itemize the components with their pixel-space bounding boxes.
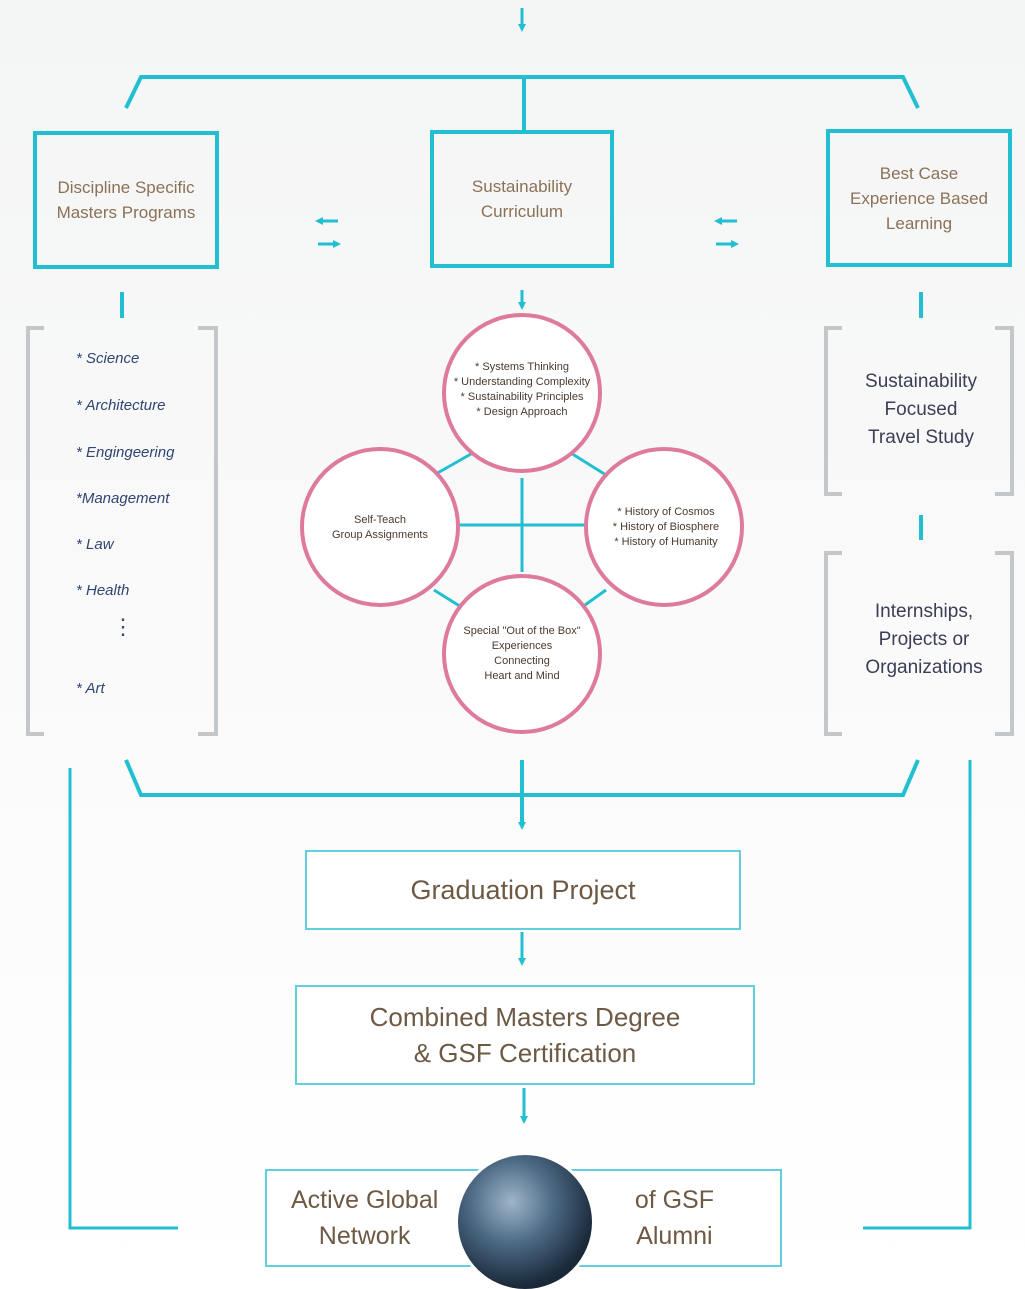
ellipsis-dots-icon: ⋮ [112, 614, 134, 639]
travel-study-label: Sustainability Focused Travel Study [865, 371, 977, 448]
discipline-item: * Architecture [76, 397, 166, 414]
circle-bottom [442, 574, 602, 734]
exchange-arrows-right [714, 217, 739, 248]
internships-bracket [824, 551, 1014, 736]
network-box-left: Active Global Network [265, 1169, 493, 1267]
circle-right [584, 447, 744, 607]
circle-left-label: Self-Teach Group Assignments [332, 514, 428, 541]
circle-bottom-label: Special "Out of the Box" Experiences Con… [463, 625, 581, 682]
exchange-arrows-left [315, 217, 341, 248]
discipline-masters-box: Discipline Specific Masters Programs [33, 131, 219, 269]
circle-left [300, 447, 460, 607]
discipline-item: * Law [76, 536, 114, 553]
discipline-item: * Health [76, 582, 130, 599]
circle-top-label: * Systems Thinking * Understanding Compl… [453, 361, 591, 418]
network-box-right: of GSF Alumni [560, 1169, 782, 1267]
discipline-item: * Science [76, 350, 140, 367]
combined-degree-box: Combined Masters Degree & GSF Certificat… [295, 985, 755, 1085]
circle-right-label: * History of Cosmos * History of Biosphe… [612, 505, 720, 548]
discipline-item: *Management [76, 490, 170, 507]
circle-top [442, 313, 602, 473]
discipline-item: * Art [76, 680, 105, 697]
globe-icon [458, 1155, 592, 1289]
right-return-line [863, 760, 972, 1230]
discipline-item: * Engingeering [76, 444, 175, 461]
discipline-bracket [26, 326, 218, 736]
sustainability-curriculum-box: Sustainability Curriculum [430, 130, 614, 268]
graduation-project-box: Graduation Project [305, 850, 741, 930]
best-case-learning-box: Best Case Experience Based Learning [826, 129, 1012, 267]
left-return-line [68, 768, 178, 1230]
internships-label: Internships, Projects or Organizations [865, 601, 983, 678]
travel-bracket [824, 326, 1014, 496]
